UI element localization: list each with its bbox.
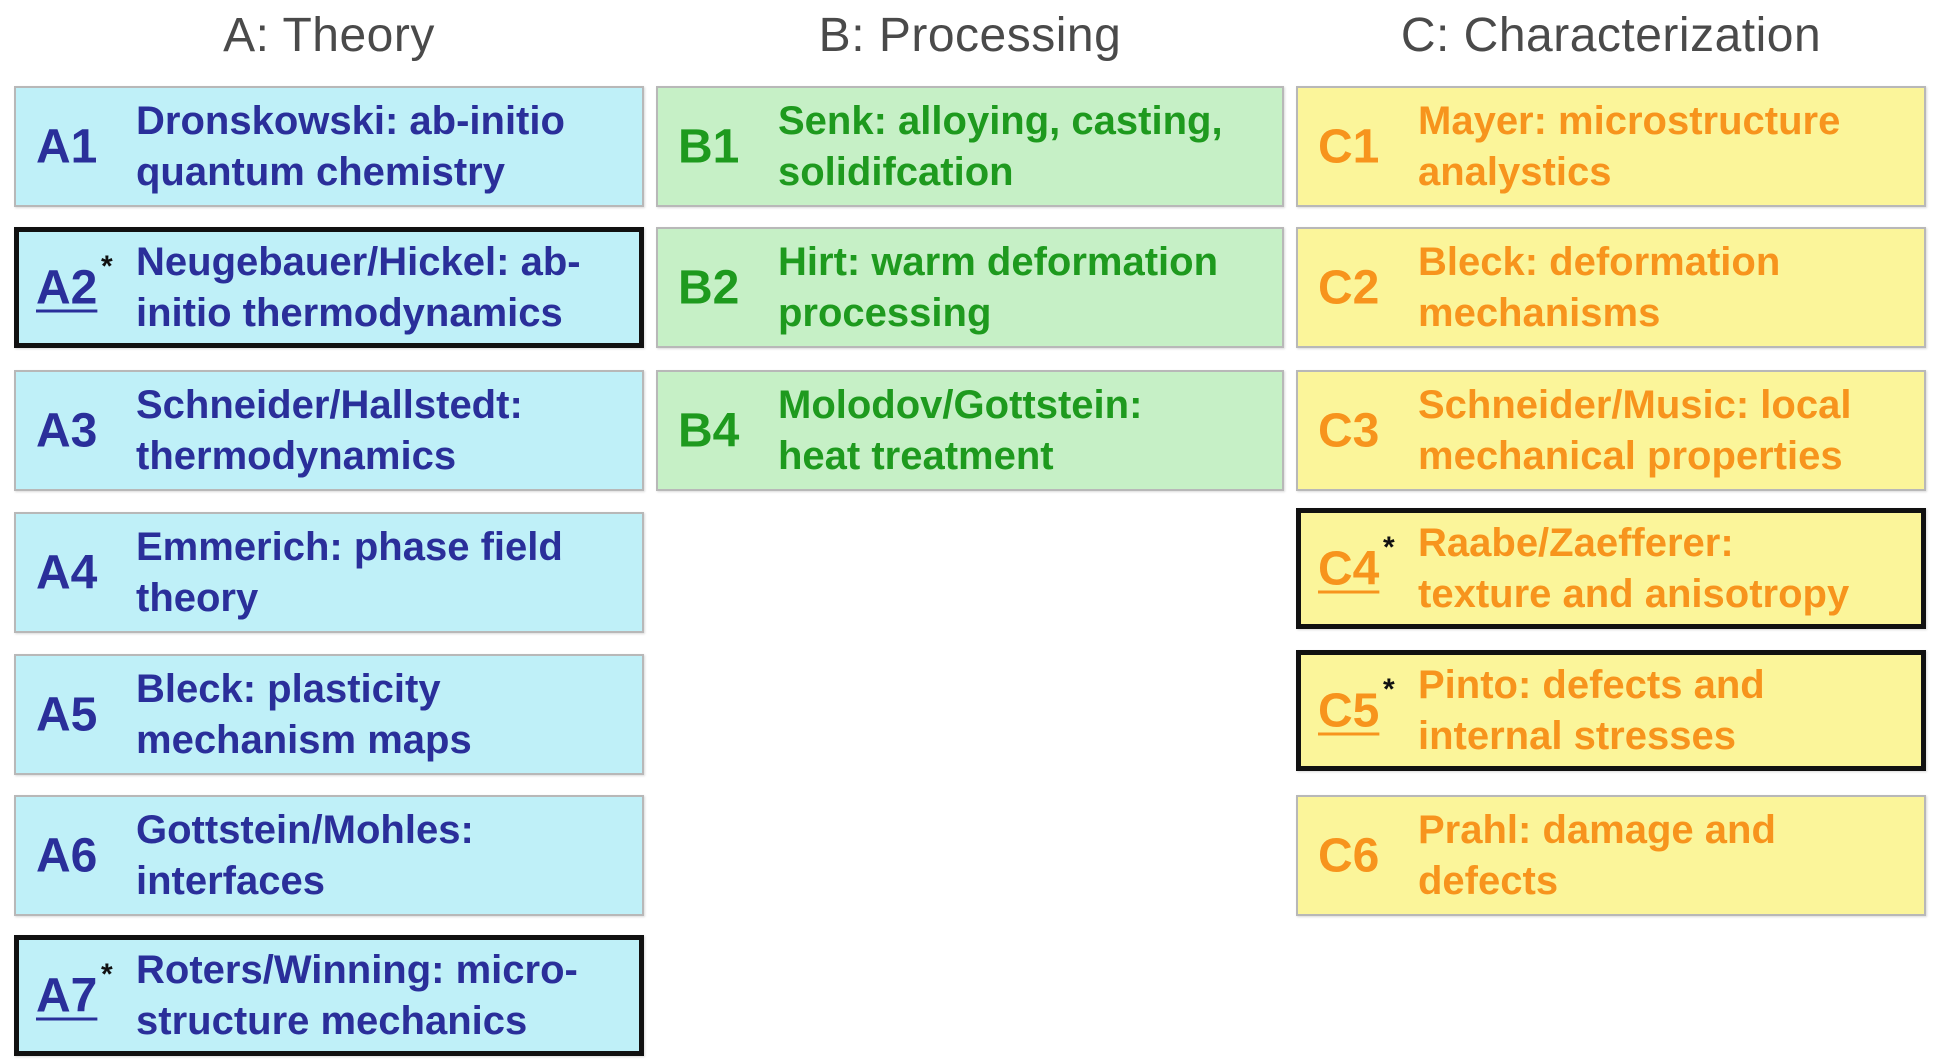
box-description: Bleck: plasticity mechanism maps — [136, 666, 472, 762]
box-c1: C1 Mayer: microstructure analystics — [1296, 86, 1926, 207]
box-description: Senk: alloying, casting, solidifcation — [778, 98, 1223, 194]
box-description: Molodov/Gottstein: heat treatment — [778, 382, 1143, 478]
box-c5: C5 * Pinto: defects and internal stresse… — [1296, 650, 1926, 771]
box-id: A1 — [36, 120, 98, 173]
box-c6: C6 Prahl: damage and defects — [1296, 795, 1926, 916]
box-description: Dronskowski: ab-initio quantum chemistry — [136, 98, 565, 194]
box-description: Emmerich: phase field theory — [136, 524, 563, 620]
box-id: B1 — [678, 120, 740, 173]
box-a1: A1 Dronskowski: ab-initio quantum chemis… — [14, 86, 644, 207]
box-description: Neugebauer/Hickel: ab- initio thermodyna… — [136, 239, 581, 335]
box-description: Pinto: defects and internal stresses — [1418, 662, 1765, 758]
box-description: Schneider/Music: local mechanical proper… — [1418, 382, 1852, 478]
asterisk-mark: * — [101, 958, 113, 991]
box-b4: B4 Molodov/Gottstein: heat treatment — [656, 370, 1284, 491]
box-id: C6 — [1318, 829, 1380, 882]
box-description: Gottstein/Mohles: interfaces — [136, 807, 474, 903]
box-description: Roters/Winning: micro- structure mechani… — [136, 947, 578, 1043]
box-id: A4 — [36, 546, 98, 599]
box-id: B2 — [678, 261, 740, 314]
box-id: C1 — [1318, 120, 1380, 173]
box-description: Schneider/Hallstedt: thermodynamics — [136, 382, 523, 478]
box-id: C4 — [1318, 542, 1380, 595]
box-c4: C4 * Raabe/Zaefferer: texture and anisot… — [1296, 508, 1926, 629]
column-header-processing: B: Processing — [818, 9, 1122, 62]
asterisk-mark: * — [101, 250, 113, 283]
box-id: C5 — [1318, 684, 1380, 737]
box-description: Hirt: warm deformation processing — [778, 239, 1219, 335]
box-id: A2 — [36, 261, 98, 314]
box-a6: A6 Gottstein/Mohles: interfaces — [14, 795, 644, 916]
box-id: A6 — [36, 829, 98, 882]
box-id: A5 — [36, 688, 98, 741]
box-a4: A4 Emmerich: phase field theory — [14, 512, 644, 633]
box-a5: A5 Bleck: plasticity mechanism maps — [14, 654, 644, 775]
box-id: B4 — [678, 404, 740, 457]
asterisk-mark: * — [1383, 673, 1395, 706]
box-a2: A2 * Neugebauer/Hickel: ab- initio therm… — [14, 227, 644, 348]
box-description: Bleck: deformation mechanisms — [1418, 239, 1781, 335]
box-b1: B1 Senk: alloying, casting, solidifcatio… — [656, 86, 1284, 207]
box-a3: A3 Schneider/Hallstedt: thermodynamics — [14, 370, 644, 491]
box-b2: B2 Hirt: warm deformation processing — [656, 227, 1284, 348]
box-description: Raabe/Zaefferer: texture and anisotropy — [1418, 520, 1850, 616]
box-description: Mayer: microstructure analystics — [1418, 98, 1841, 194]
column-header-theory: A: Theory — [223, 9, 435, 62]
box-c3: C3 Schneider/Music: local mechanical pro… — [1296, 370, 1926, 491]
column-header-characterization: C: Characterization — [1400, 9, 1822, 62]
box-a7: A7 * Roters/Winning: micro- structure me… — [14, 935, 644, 1056]
box-id: C3 — [1318, 404, 1380, 457]
box-id: A3 — [36, 404, 98, 457]
box-id: A7 — [36, 969, 98, 1022]
asterisk-mark: * — [1383, 531, 1395, 564]
box-id: C2 — [1318, 261, 1380, 314]
box-description: Prahl: damage and defects — [1418, 807, 1776, 903]
box-c2: C2 Bleck: deformation mechanisms — [1296, 227, 1926, 348]
